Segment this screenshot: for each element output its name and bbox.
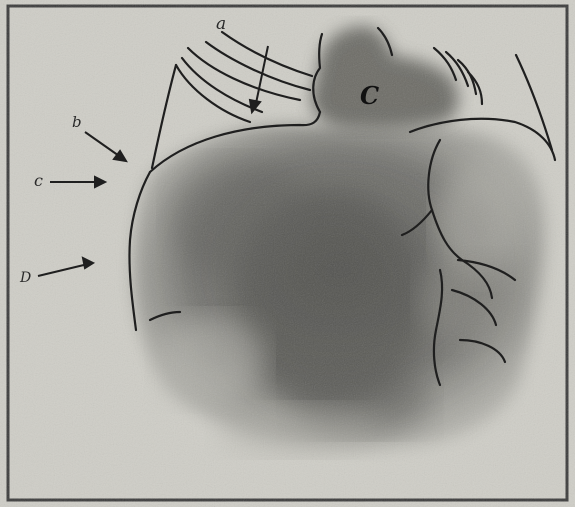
label-d: D <box>20 271 31 285</box>
label-c: c <box>34 173 43 189</box>
label-organ-c: C <box>360 84 379 108</box>
label-a: a <box>216 16 226 33</box>
label-b: b <box>72 115 82 130</box>
